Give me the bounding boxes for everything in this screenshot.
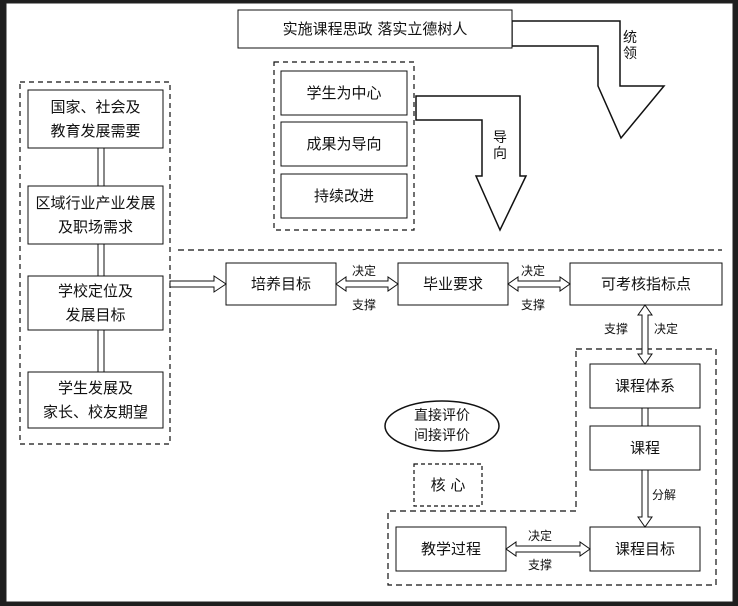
- edge-label-decompose: 分解: [652, 488, 677, 502]
- principle-label-3: 持续改进: [313, 187, 374, 205]
- left-box-4: [27, 371, 164, 429]
- peiyang-box: [225, 262, 337, 306]
- peiyang-label: 培养目标: [250, 275, 311, 293]
- left-box-2: [27, 185, 164, 245]
- principle-box-1: [280, 70, 408, 116]
- left-label-2: 区域行业产业发展 及职场需求: [35, 194, 156, 236]
- daoxiang-block-arrow: [415, 95, 528, 232]
- daoxiang-label: 导向: [493, 130, 507, 162]
- left-connector-3: [97, 329, 105, 373]
- top-banner-box: [237, 9, 513, 49]
- biye-kekaohe-arrow: [507, 276, 571, 292]
- tonglin-block-arrow: [511, 20, 666, 140]
- principle-label-2: 成果为导向: [306, 135, 382, 153]
- left-box-3: [27, 275, 164, 331]
- left-connector-2: [97, 243, 105, 277]
- edge-label-decide-4: 决定: [528, 529, 553, 543]
- tixi-kecheng-connector: [641, 407, 649, 427]
- core-label: 核 心: [430, 476, 466, 494]
- left-label-3: 学校定位及 发展目标: [57, 282, 133, 324]
- teaching-box: [395, 526, 507, 572]
- kecheng-mubiao-arrow: [637, 469, 653, 528]
- tixi-label: 课程体系: [614, 377, 675, 395]
- tonglin-label: 统领: [623, 30, 637, 62]
- kekaohe-tixi-arrow: [637, 304, 653, 365]
- edge-label-support-1: 支撑: [352, 298, 377, 312]
- mubiao-box: [589, 526, 701, 572]
- principle-box-2: [280, 121, 408, 167]
- top-banner-label: 实施课程思政 落实立德树人: [282, 20, 468, 38]
- mubiao-label: 课程目标: [614, 540, 675, 558]
- teaching-label: 教学过程: [420, 540, 481, 558]
- edge-label-decide-2: 决定: [521, 264, 546, 278]
- kekaohe-box: [569, 262, 723, 306]
- kekaohe-label: 可考核指标点: [600, 275, 691, 293]
- left-to-peiyang-arrow: [169, 275, 227, 293]
- principle-box-3: [280, 173, 408, 219]
- peiyang-biye-arrow: [335, 276, 399, 292]
- principles-frame: [273, 61, 415, 231]
- left-label-4: 学生发展及 家长、校友期望: [42, 379, 148, 421]
- edge-label-support-4: 支撑: [528, 558, 553, 572]
- left-connector-1: [97, 147, 105, 187]
- left-factors-frame: [19, 81, 171, 445]
- edge-label-decide-3: 决定: [654, 322, 679, 336]
- course-frame: [387, 348, 717, 586]
- core-frame: [413, 463, 483, 507]
- left-label-1: 国家、社会及 教育发展需要: [50, 98, 141, 140]
- edge-label-decide-1: 决定: [352, 264, 377, 278]
- evaluation-label: 直接评价 间接评价: [414, 408, 470, 444]
- left-box-1: [27, 89, 164, 149]
- edge-label-support-2: 支撑: [521, 298, 546, 312]
- evaluation-ellipse: [384, 400, 500, 452]
- edge-label-support-3: 支撑: [604, 322, 629, 336]
- kecheng-label: 课程: [629, 439, 660, 457]
- biye-box: [397, 262, 509, 306]
- principle-label-1: 学生为中心: [306, 84, 382, 102]
- teaching-mubiao-arrow: [505, 541, 591, 557]
- biye-label: 毕业要求: [422, 275, 483, 293]
